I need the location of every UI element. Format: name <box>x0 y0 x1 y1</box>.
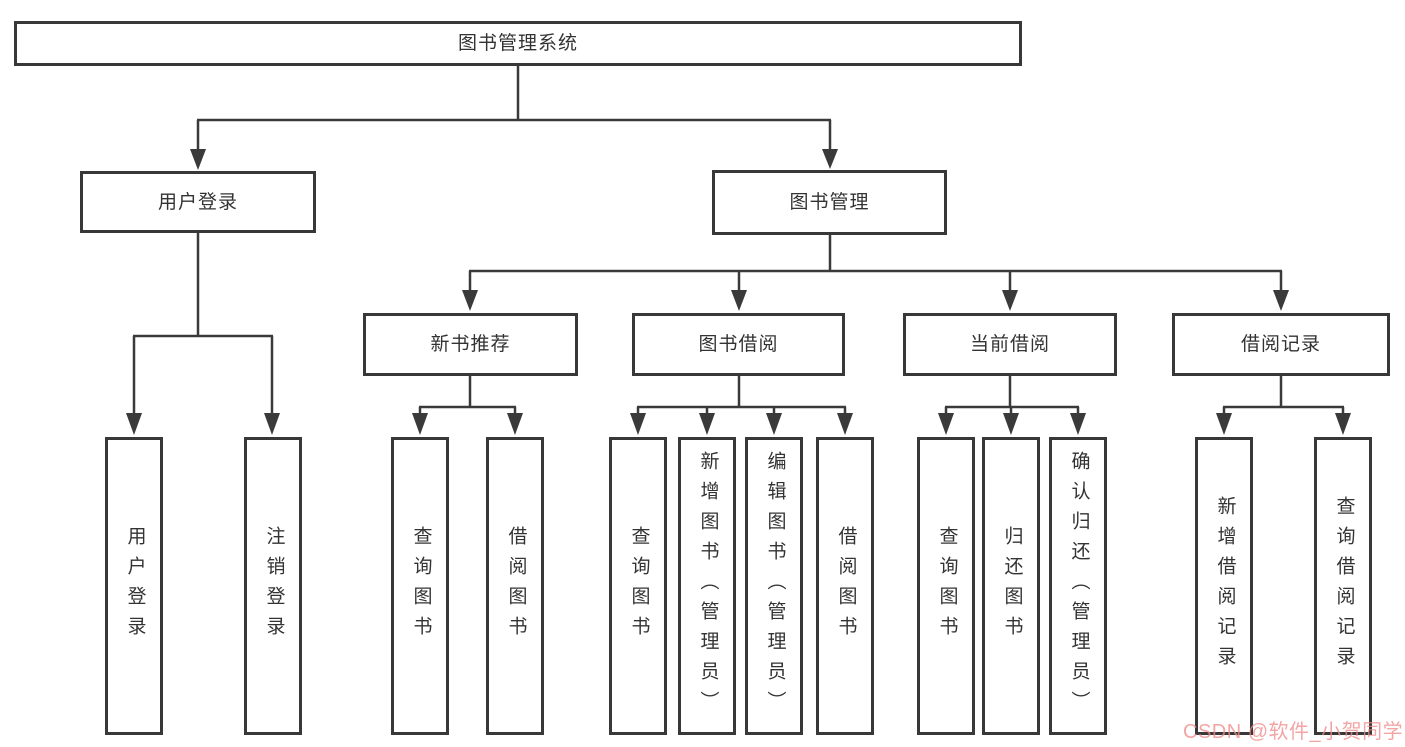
arrowhead-leaf <box>507 413 523 435</box>
arrowhead-leaf <box>766 413 782 435</box>
arrowhead-to-records <box>1273 290 1289 311</box>
node-book-borrow-label: 图书借阅 <box>698 334 779 355</box>
leaf-return-book: 归还图书 <box>982 437 1040 735</box>
node-new-book-recommend-label: 新书推荐 <box>430 334 511 355</box>
connector-current-to-leaves <box>944 376 1080 414</box>
leaf-return-book-label: 归还图书 <box>1001 526 1023 646</box>
arrowhead-to-current <box>1002 290 1018 311</box>
node-borrow-records: 借阅记录 <box>1172 313 1390 376</box>
leaf-query-book-label: 查询图书 <box>628 526 650 646</box>
arrowhead-leaf <box>1216 413 1232 435</box>
node-root-label: 图书管理系统 <box>457 33 578 54</box>
leaf-edit-book-admin-label: 编辑图书（管理员） <box>764 451 786 721</box>
node-current-borrow-label: 当前借阅 <box>969 334 1050 355</box>
arrowhead-to-borrow <box>731 290 747 311</box>
leaf-query-book-label: 查询图书 <box>410 526 432 646</box>
arrowhead-leaf <box>412 413 428 435</box>
leaf-edit-book-admin: 编辑图书（管理员） <box>745 437 803 735</box>
arrowhead-to-leaf-logout <box>264 413 280 435</box>
node-new-book-recommend: 新书推荐 <box>363 313 578 376</box>
leaf-query-borrow-record: 查询借阅记录 <box>1314 437 1372 735</box>
node-book-mgmt: 图书管理 <box>712 170 947 235</box>
node-root-system: 图书管理系统 <box>14 21 1022 66</box>
node-book-borrow: 图书借阅 <box>632 313 845 376</box>
leaf-confirm-return-admin: 确认归还（管理员） <box>1049 437 1107 735</box>
arrowhead-to-book-mgmt <box>822 149 838 169</box>
arrowhead-leaf <box>630 413 646 435</box>
arrowhead-leaf <box>699 413 715 435</box>
node-current-borrow: 当前借阅 <box>903 313 1117 376</box>
csdn-watermark: CSDN @软件_小贺同学 <box>1183 721 1404 743</box>
arrowhead-leaf <box>837 413 853 435</box>
leaf-user-login: 用户登录 <box>105 437 163 735</box>
node-borrow-records-label: 借阅记录 <box>1240 334 1321 355</box>
arrowhead-to-user-login <box>190 149 206 170</box>
leaf-add-borrow-record-label: 新增借阅记录 <box>1214 496 1236 676</box>
connector-mgmt-to-level3 <box>468 235 1283 291</box>
leaf-query-book: 查询图书 <box>391 437 449 735</box>
node-user-login-label: 用户登录 <box>157 191 238 213</box>
leaf-query-book: 查询图书 <box>917 437 975 735</box>
leaf-logout: 注销登录 <box>244 437 302 735</box>
arrowhead-to-leaf-login <box>126 413 142 435</box>
leaf-logout-label: 注销登录 <box>263 526 285 646</box>
leaf-add-book-admin: 新增图书（管理员） <box>678 437 736 735</box>
leaf-add-borrow-record: 新增借阅记录 <box>1195 437 1253 735</box>
arrowhead-leaf <box>938 413 954 435</box>
connector-login-to-leaves <box>132 233 274 414</box>
leaf-add-book-admin-label: 新增图书（管理员） <box>697 451 719 721</box>
node-book-mgmt-label: 图书管理 <box>789 192 870 213</box>
leaf-confirm-return-admin-label: 确认归还（管理员） <box>1068 451 1090 721</box>
arrowhead-leaf <box>1003 413 1019 435</box>
connector-borrow-to-leaves <box>636 376 847 414</box>
arrowhead-leaf <box>1335 413 1351 435</box>
node-user-login: 用户登录 <box>80 171 316 233</box>
connector-root-to-level2 <box>196 66 832 150</box>
connector-records-to-leaves <box>1222 376 1345 414</box>
connector-newbook-to-leaves <box>418 376 517 414</box>
leaf-borrow-book-label: 借阅图书 <box>835 526 857 646</box>
leaf-borrow-book: 借阅图书 <box>816 437 874 735</box>
arrowhead-to-newbook <box>462 290 478 311</box>
leaf-user-login-label: 用户登录 <box>124 526 146 646</box>
leaf-borrow-book-label: 借阅图书 <box>505 526 527 646</box>
leaf-borrow-book: 借阅图书 <box>486 437 544 735</box>
leaf-query-book: 查询图书 <box>609 437 667 735</box>
leaf-query-book-label: 查询图书 <box>936 526 958 646</box>
leaf-query-borrow-record-label: 查询借阅记录 <box>1333 496 1355 676</box>
arrowhead-leaf <box>1070 413 1086 435</box>
